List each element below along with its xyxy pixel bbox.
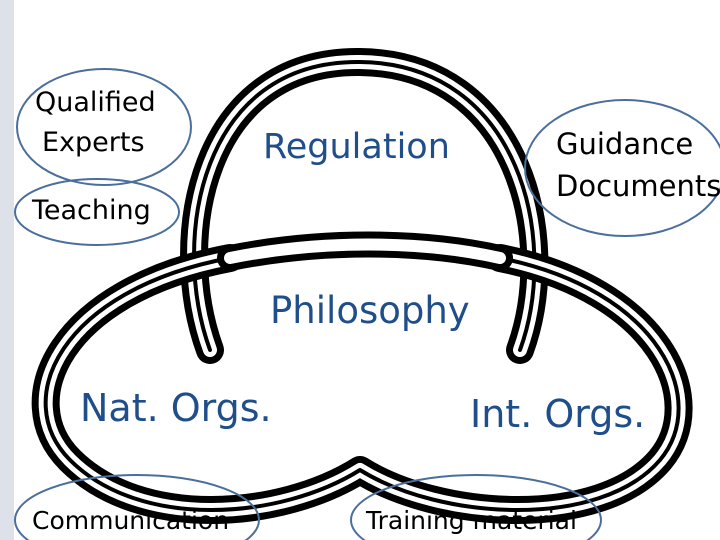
node-label-regulation: Regulation — [263, 127, 450, 167]
bubble-label-guidance: Guidance — [556, 127, 694, 161]
trefoil-knot — [31, 47, 693, 524]
node-label-nat-orgs: Nat. Orgs. — [80, 386, 272, 430]
center-label-philosophy: Philosophy — [270, 289, 470, 332]
node-label-int-orgs: Int. Orgs. — [470, 392, 646, 436]
bubble-label-qualified: Qualified — [35, 87, 156, 118]
bubble-communication — [14, 474, 260, 540]
bubble-guidance-documents — [524, 99, 720, 237]
bubble-label-experts: Experts — [42, 127, 145, 158]
bubble-qualified-experts — [16, 68, 192, 186]
knot-lower-loop-core — [43, 256, 681, 512]
bubble-training-material — [350, 474, 602, 540]
bubble-label-teaching: Teaching — [32, 195, 151, 226]
bubble-ellipses — [14, 68, 720, 540]
side-margin-bar — [0, 0, 14, 540]
bubble-label-training-material: Training material — [366, 506, 577, 535]
bubble-label-documents: Documents — [556, 169, 720, 203]
bubble-teaching — [14, 178, 180, 246]
bubble-label-communication: Communication — [32, 506, 230, 535]
knot-top-loop-core — [192, 59, 537, 352]
knot-cross-band-inner — [224, 238, 506, 264]
